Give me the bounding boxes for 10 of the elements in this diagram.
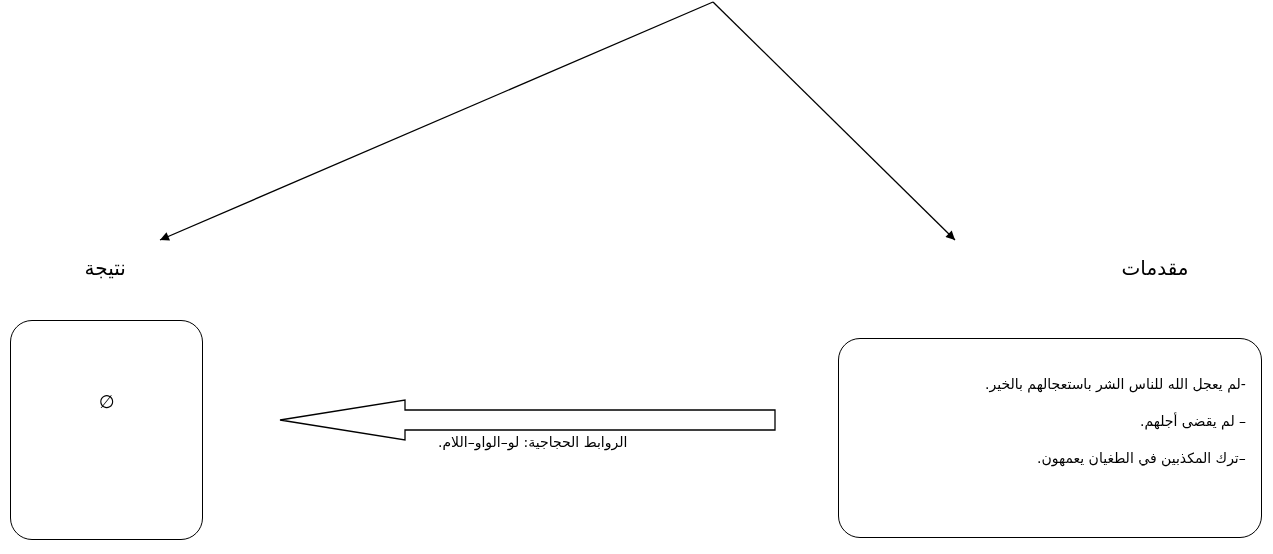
symbol: ∅: [99, 390, 115, 412]
body-text: –ترك المكذبين في الطغيان يعمهون.: [1037, 450, 1246, 466]
heading: مقدمات: [1121, 256, 1189, 280]
arrow: [712, 1, 956, 241]
heading: نتيجة: [84, 256, 126, 280]
edge-label: الروابط الحجاجية: لو–الواو–اللام.: [436, 434, 630, 450]
body-text: -لم يعجل الله للناس الشر باستعجالهم بالخير.: [985, 376, 1246, 392]
body-text: – لم يقضى أجلهم.: [1140, 413, 1247, 429]
block-arrow: [279, 399, 776, 441]
arrow: [159, 1, 714, 241]
